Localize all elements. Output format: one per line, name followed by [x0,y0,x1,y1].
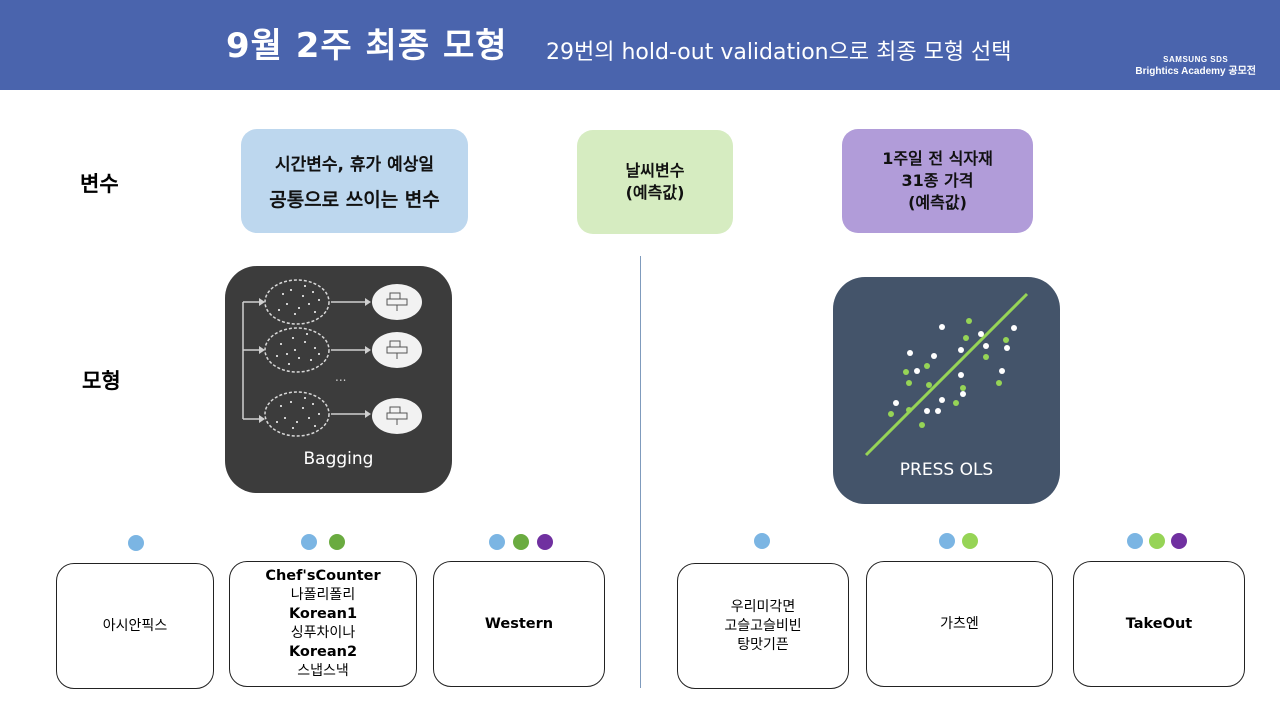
bagging-label: Bagging [225,449,452,469]
restaurant-name: 탕맛기픈 [737,636,789,655]
group-box-5: 가츠엔 [866,561,1053,687]
common-variables-line1: 시간변수, 휴가 예상일 [275,150,434,175]
page-subtitle: 29번의 hold-out validation으로 최종 모형 선택 [546,34,1012,66]
weather-variables-line2: (예측값) [626,182,685,204]
restaurant-name: 스냅스낵 [297,662,349,681]
green-indicator-dot [329,534,345,550]
brand-program: Brightics Academy 공모전 [1135,65,1256,79]
bagging-model-panel: ... Bagging [225,266,452,493]
restaurant-name: Korean2 [289,643,357,662]
food-price-variables-box: 1주일 전 식자재 31종 가격 (예측값) [842,129,1033,233]
blue-indicator-dot [939,533,955,549]
restaurant-name: 나폴리폴리 [291,586,355,605]
header-banner: 9월 2주 최종 모형 29번의 hold-out validation으로 최… [0,0,1280,90]
group-box-1: 아시안픽스 [56,563,214,689]
food-price-line1: 1주일 전 식자재 [882,148,993,170]
brand-company: SAMSUNG SDS [1135,54,1256,65]
food-price-line3: (예측값) [908,192,967,214]
models-row-label: 모형 [82,365,121,395]
green-indicator-dot [513,534,529,550]
press-ols-model-panel: PRESS OLS [833,277,1060,504]
weather-variables-line1: 날씨변수 [626,160,685,182]
variables-row-label: 변수 [80,168,119,198]
food-price-line2: 31종 가격 [902,170,974,192]
blue-indicator-dot [301,534,317,550]
press-ols-label: PRESS OLS [833,460,1060,480]
common-variables-box: 시간변수, 휴가 예상일 공통으로 쓰이는 변수 [241,129,468,233]
restaurant-name: 아시안픽스 [103,617,167,636]
blue-indicator-dot [1127,533,1143,549]
restaurant-name: Chef'sCounter [265,567,380,586]
blue-indicator-dot [128,535,144,551]
weather-variables-box: 날씨변수 (예측값) [577,130,733,234]
restaurant-name: TakeOut [1126,615,1192,634]
restaurant-name: 싱푸차이나 [291,624,355,643]
restaurant-name: 고슬고슬비빈 [724,617,801,636]
purple-indicator-dot [1171,533,1187,549]
restaurant-name: Korean1 [289,605,357,624]
bagging-ellipsis: ... [335,370,346,384]
brand-logo: SAMSUNG SDS Brightics Academy 공모전 [1135,54,1256,79]
lime-indicator-dot [1149,533,1165,549]
restaurant-name: 우리미각면 [731,598,795,617]
lime-indicator-dot [962,533,978,549]
group-box-6: TakeOut [1073,561,1245,687]
group-box-3: Western [433,561,605,687]
blue-indicator-dot [754,533,770,549]
restaurant-name: Western [485,615,553,634]
blue-indicator-dot [489,534,505,550]
restaurant-name: 가츠엔 [940,615,979,634]
page-title: 9월 2주 최종 모형 [226,18,508,67]
purple-indicator-dot [537,534,553,550]
common-variables-line2: 공통으로 쓰이는 변수 [269,185,440,212]
section-divider [640,256,641,688]
